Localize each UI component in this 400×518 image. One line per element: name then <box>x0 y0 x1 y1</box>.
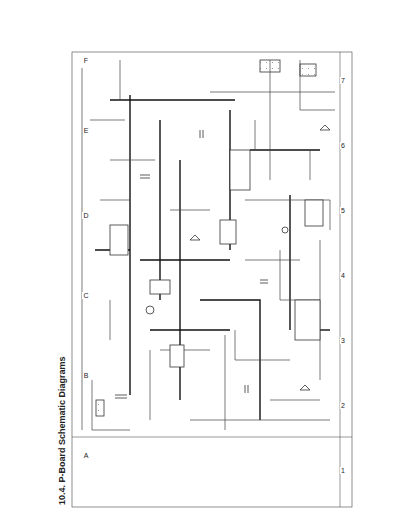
grid-marker: F <box>83 57 89 64</box>
sheet-title: 10.4. P-Board Schematic Diagrams <box>58 356 67 505</box>
grid-marker: A <box>83 452 90 459</box>
grid-marker: B <box>83 372 90 379</box>
ic-packages <box>110 150 323 367</box>
components <box>96 60 330 416</box>
grid-marker: E <box>83 127 90 134</box>
grid-marker: 1 <box>340 467 346 474</box>
grid-marker: 3 <box>340 337 346 344</box>
frame <box>72 52 352 507</box>
wires-thin <box>82 60 335 430</box>
grid-marker: 5 <box>340 207 346 214</box>
wires <box>95 95 330 420</box>
grid-marker: 4 <box>340 272 346 279</box>
grid-marker: 7 <box>340 77 346 84</box>
grid-marker: D <box>82 212 89 219</box>
grid-marker: C <box>82 292 89 299</box>
grid-marker: 2 <box>340 402 346 409</box>
grid-marker: 6 <box>340 142 346 149</box>
